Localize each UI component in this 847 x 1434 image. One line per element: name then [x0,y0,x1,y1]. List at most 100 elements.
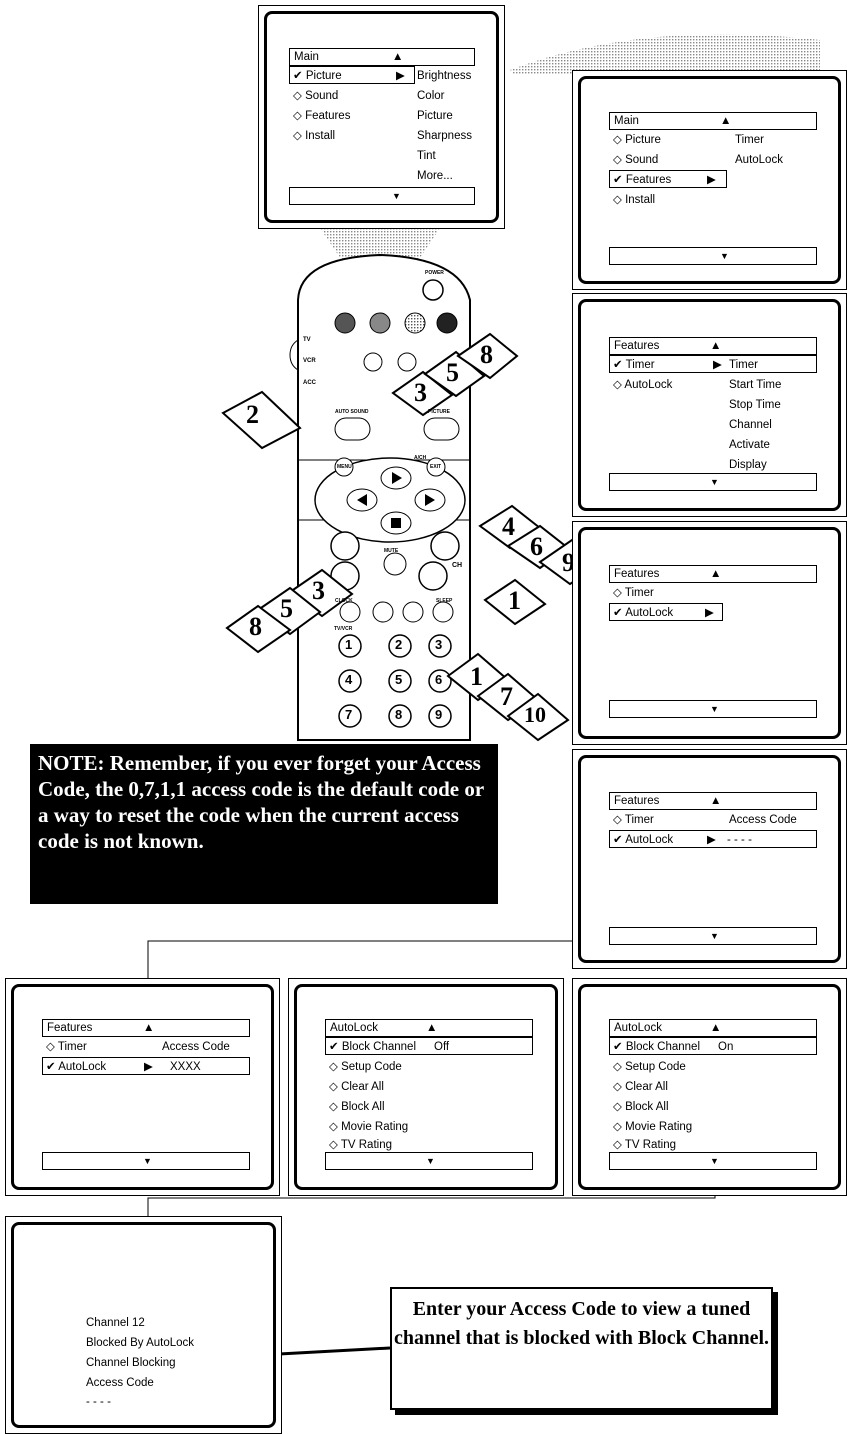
menu-item-block-channel[interactable]: ✔ Block Channel [613,1037,700,1057]
menu-item-sound[interactable]: ◇ Sound [293,86,338,106]
submenu-arrow-icon: ▶ [705,603,714,623]
access-code-input[interactable]: XXXX [170,1057,201,1077]
menu-item-autolock[interactable]: ✔ AutoLock [46,1057,106,1077]
down-arrow-icon: ▼ [720,248,729,265]
down-arrow-icon: ▼ [392,188,401,205]
submenu-item-channel: Channel [729,415,772,435]
submenu-item-stop-time: Stop Time [729,395,781,415]
step-10: 10 [524,702,546,728]
down-arrow-icon: ▼ [710,1153,719,1170]
step-3-bottom: 3 [312,576,325,606]
submenu-item-brightness: Brightness [417,66,471,86]
menu-header: Features ▲ [609,337,817,355]
access-code-label: Access Code [729,810,797,830]
menu-footer: ▼ [325,1152,533,1170]
submenu-item-timer: Timer [729,355,758,375]
menu-item-setup-code[interactable]: ◇ Setup Code [613,1057,686,1077]
menu-item-autolock[interactable]: ✔ AutoLock [613,603,673,623]
submenu-arrow-icon: ▶ [713,355,722,375]
menu-item-timer[interactable]: ◇ Timer [613,583,654,603]
auto-sound-label: AUTO SOUND [335,409,369,415]
digit-4: 4 [345,672,352,687]
menu-item-picture[interactable]: ✔ Picture [293,66,342,86]
access-code-input[interactable]: - - - - [86,1392,111,1412]
submenu-item-activate: Activate [729,435,770,455]
up-arrow-icon: ▲ [710,1020,721,1036]
menu-footer: ▼ [609,473,817,491]
menu-header-title: Main [294,51,319,63]
access-code-input[interactable]: - - - - [727,830,752,850]
menu-label: MENU [337,464,352,470]
menu-item-block-all[interactable]: ◇ Block All [613,1097,669,1117]
access-code-label: Access Code [162,1037,230,1057]
screen-autolock-off: AutoLock ▲ ✔ Block Channel Off ◇ Setup C… [288,978,564,1196]
mode-tv-label: TV [303,337,311,343]
menu-footer: ▼ [42,1152,250,1170]
menu-item-timer[interactable]: ◇ Timer [46,1037,87,1057]
down-arrow-icon: ▼ [710,474,719,491]
menu-item-features[interactable]: ✔ Features [613,170,671,190]
digit-5: 5 [395,672,402,687]
screen-access-code-entry: Features ▲ ◇ Timer Access Code ✔ AutoLoc… [572,749,847,969]
menu-header-title: Features [614,568,659,580]
note-access-code: NOTE: Remember, if you ever forget your … [30,744,498,904]
digit-6: 6 [435,672,442,687]
screen-features-autolock: Features ▲ ◇ Timer ✔ AutoLock ▶ ▼ [572,521,847,745]
up-arrow-icon: ▲ [143,1020,154,1036]
step-7: 7 [500,682,513,712]
menu-header: Features ▲ [42,1019,250,1037]
down-arrow-icon: ▼ [426,1153,435,1170]
menu-item-block-channel[interactable]: ✔ Block Channel [329,1037,416,1057]
submenu-item-more: More... [417,166,453,186]
step-8-top: 8 [480,340,493,370]
access-code-prompt: Access Code [86,1373,154,1393]
blocked-by-autolock: Blocked By AutoLock [86,1333,194,1353]
digit-2: 2 [395,637,402,652]
menu-header: Main ▲ [289,48,475,66]
menu-header: AutoLock ▲ [325,1019,533,1037]
surf-label: A/CH [414,455,426,461]
menu-item-autolock[interactable]: ◇ AutoLock [613,375,672,395]
clock-label: CLOCK [335,598,353,604]
menu-header-title: AutoLock [614,1022,662,1034]
submenu-arrow-icon: ▶ [396,66,405,86]
step-3-top: 3 [414,378,427,408]
digit-8: 8 [395,707,402,722]
menu-header-title: Features [614,340,659,352]
menu-item-clear-all[interactable]: ◇ Clear All [613,1077,668,1097]
submenu-item-tint: Tint [417,146,436,166]
step-5-top: 5 [446,358,459,388]
screen-main-features: Main ▲ ◇ Picture Timer ◇ Sound AutoLock … [572,70,847,290]
ch-label: CH [452,562,462,569]
menu-item-movie-rating[interactable]: ◇ Movie Rating [613,1117,692,1137]
menu-item-install[interactable]: ◇ Install [613,190,655,210]
sleep-label: SLEEP [436,598,452,604]
step-4: 4 [502,512,515,542]
step-1-ch: 1 [508,586,521,616]
menu-item-timer[interactable]: ◇ Timer [613,810,654,830]
menu-footer: ▼ [289,187,475,205]
step-6: 6 [530,532,543,562]
menu-item-install[interactable]: ◇ Install [293,126,335,146]
menu-item-setup-code[interactable]: ◇ Setup Code [329,1057,402,1077]
submenu-item-picture: Picture [417,106,453,126]
up-arrow-icon: ▲ [710,566,721,582]
menu-item-sound[interactable]: ◇ Sound [613,150,658,170]
up-arrow-icon: ▲ [710,338,721,354]
menu-item-picture[interactable]: ◇ Picture [613,130,661,150]
menu-item-autolock[interactable]: ✔ AutoLock [613,830,673,850]
menu-item-block-all[interactable]: ◇ Block All [329,1097,385,1117]
menu-item-timer[interactable]: ✔ Timer [613,355,655,375]
step-2: 2 [246,400,259,430]
mute-label: MUTE [384,548,398,554]
blocked-channel-number: Channel 12 [86,1313,145,1333]
up-arrow-icon: ▲ [710,793,721,809]
digit-9: 9 [435,707,442,722]
menu-item-features[interactable]: ◇ Features [293,106,350,126]
submenu-arrow-icon: ▶ [707,170,716,190]
submenu-item-color: Color [417,86,444,106]
submenu-arrow-icon: ▶ [707,830,716,850]
menu-item-clear-all[interactable]: ◇ Clear All [329,1077,384,1097]
menu-item-movie-rating[interactable]: ◇ Movie Rating [329,1117,408,1137]
menu-header-title: Features [47,1022,92,1034]
